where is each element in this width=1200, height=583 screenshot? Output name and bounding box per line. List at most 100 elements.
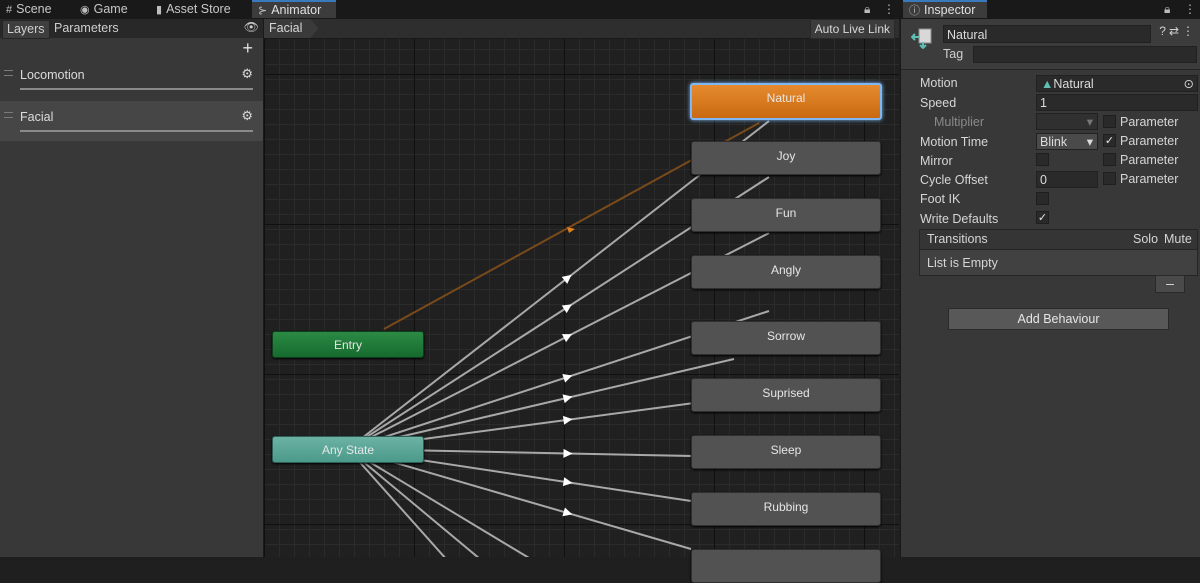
help-icon[interactable]: ? <box>1159 24 1169 38</box>
breadcrumb[interactable]: Facial <box>264 19 318 38</box>
mirror-parameter-checkbox[interactable] <box>1103 153 1116 166</box>
add-layer-button[interactable]: + <box>242 38 253 58</box>
write-defaults-checkbox[interactable]: ✓ <box>1036 211 1049 224</box>
transition-arrow <box>562 415 573 425</box>
cycle-offset-field[interactable]: 0 <box>1036 171 1098 188</box>
motion-time-parameter-checkbox[interactable]: ✓ <box>1103 134 1116 147</box>
transition-arrow <box>561 274 572 284</box>
state-suprised[interactable]: Suprised <box>691 378 881 412</box>
tab-game[interactable]: ◉Game <box>80 0 128 19</box>
more-icon[interactable]: ⋮ <box>1182 24 1197 38</box>
tab-animator[interactable]: ⊱Animator <box>252 0 336 18</box>
layers-panel-tabs: Layers Parameters 👁︎ <box>0 19 263 39</box>
parameter-label: Parameter <box>1120 134 1179 148</box>
layer-weight-bar <box>20 88 253 90</box>
empty-list-text: List is Empty <box>927 256 998 270</box>
auto-live-link-button[interactable]: Auto Live Link <box>809 19 895 39</box>
state-natural[interactable]: Natural <box>690 83 882 120</box>
layer-name: Locomotion <box>20 68 85 82</box>
state-rubbing[interactable]: Rubbing <box>691 492 881 526</box>
state-sorrow[interactable]: Sorrow <box>691 321 881 355</box>
solo-column: Solo <box>1133 232 1159 246</box>
any-state-transition[interactable] <box>347 448 564 557</box>
cycle-offset-parameter-checkbox[interactable] <box>1103 172 1116 185</box>
tag-field[interactable] <box>973 46 1197 63</box>
eye-icon[interactable]: 👁︎ <box>243 20 259 34</box>
parameter-label: Parameter <box>1120 153 1179 167</box>
layers-panel: Layers Parameters 👁︎ + Locomotion ⚙ Faci… <box>0 19 264 557</box>
tab-scene[interactable]: #Scene <box>6 0 52 19</box>
transition-arrow <box>561 334 573 343</box>
layer-weight-bar <box>20 130 253 132</box>
transition-arrow <box>563 448 573 458</box>
write-defaults-label: Write Defaults <box>920 212 999 226</box>
layer-locomotion[interactable]: Locomotion ⚙ <box>0 59 263 99</box>
cycle-offset-label: Cycle Offset <box>920 173 988 187</box>
motion-time-dropdown[interactable]: Blink▾ <box>1036 133 1098 150</box>
layer-facial[interactable]: Facial ⚙ <box>0 101 263 141</box>
layer-name: Facial <box>20 110 54 124</box>
chevron-down-icon: ▾ <box>1086 135 1093 149</box>
drag-handle-icon[interactable] <box>4 112 13 118</box>
inspector-lock-icon[interactable]: 🔒︎ <box>1164 2 1171 16</box>
object-picker-icon[interactable]: ⊙ <box>1183 77 1194 91</box>
lock-icon[interactable]: 🔒︎ <box>864 2 871 16</box>
transition-arrow <box>561 304 572 314</box>
mirror-checkbox[interactable] <box>1036 153 1049 166</box>
foot-ik-checkbox[interactable] <box>1036 192 1049 205</box>
grid-icon: # <box>6 4 13 16</box>
entry-transition-arrow <box>567 227 575 233</box>
tab-asset-store[interactable]: ▮Asset Store <box>156 0 231 19</box>
inspector-panel: Natural ?⇄⋮ Tag Motion ▲Natural⊙ Speed 1… <box>900 19 1200 557</box>
multiplier-dropdown: ▾ <box>1036 113 1098 130</box>
state-name-field[interactable]: Natural <box>943 25 1151 43</box>
drag-handle-icon[interactable] <box>4 70 13 76</box>
any-state-transition[interactable] <box>347 358 735 450</box>
inspector-more-icon[interactable]: ⋮ <box>1184 2 1196 16</box>
any-state-transition[interactable] <box>347 448 504 557</box>
inspector-header-buttons: ?⇄⋮ <box>1159 24 1197 38</box>
more-menu-icon[interactable]: ⋮ <box>883 2 895 16</box>
gear-icon[interactable]: ⚙ <box>241 108 253 123</box>
parameter-label: Parameter <box>1120 115 1179 129</box>
remove-transition-button[interactable]: – <box>1155 275 1185 293</box>
bag-icon: ▮ <box>156 4 163 16</box>
multiplier-label: Multiplier <box>934 115 985 129</box>
tab-layers[interactable]: Layers <box>2 20 50 39</box>
any-state-transition[interactable] <box>347 120 770 450</box>
transition-arrow <box>562 374 573 383</box>
speed-field[interactable]: 1 <box>1036 94 1198 111</box>
animator-state-icon <box>911 28 932 49</box>
motion-field[interactable]: ▲Natural⊙ <box>1036 75 1198 92</box>
multiplier-parameter-checkbox[interactable] <box>1103 115 1116 128</box>
transitions-header: Transitions Solo Mute <box>920 230 1197 250</box>
any-state-transition[interactable] <box>347 448 464 557</box>
tab-parameters[interactable]: Parameters <box>54 21 119 35</box>
tag-label: Tag <box>943 47 964 61</box>
speed-label: Speed <box>920 96 957 110</box>
add-behaviour-button[interactable]: Add Behaviour <box>948 308 1169 330</box>
transition-arrow <box>562 507 573 517</box>
inspector-header: Natural ?⇄⋮ Tag <box>901 19 1200 70</box>
transition-arrow <box>562 477 573 487</box>
state-joy[interactable]: Joy <box>691 141 881 175</box>
settings-icon[interactable]: ⇄ <box>1168 24 1182 38</box>
info-icon: ⓘ <box>909 5 920 17</box>
state-fun[interactable]: Fun <box>691 198 881 232</box>
state-angly[interactable]: Angly <box>691 255 881 289</box>
state-sleep[interactable]: Sleep <box>691 435 881 469</box>
any-state-transition[interactable] <box>347 448 692 550</box>
state-entry[interactable]: Entry <box>272 331 424 358</box>
chevron-down-icon: ▾ <box>1086 115 1093 129</box>
state-partial[interactable] <box>691 549 881 583</box>
parameter-label: Parameter <box>1120 172 1179 186</box>
transitions-list: Transitions Solo Mute List is Empty <box>919 229 1198 276</box>
mirror-label: Mirror <box>920 154 953 168</box>
graph-toolbar: Facial Auto Live Link <box>264 19 899 39</box>
gamepad-icon: ◉ <box>80 4 90 16</box>
motion-time-label: Motion Time <box>920 135 989 149</box>
window-tab-bar: #Scene ◉Game ▮Asset Store ⊱Animator 🔒︎ ⋮… <box>0 0 1200 20</box>
state-any[interactable]: Any State <box>272 436 424 463</box>
gear-icon[interactable]: ⚙ <box>241 66 253 81</box>
